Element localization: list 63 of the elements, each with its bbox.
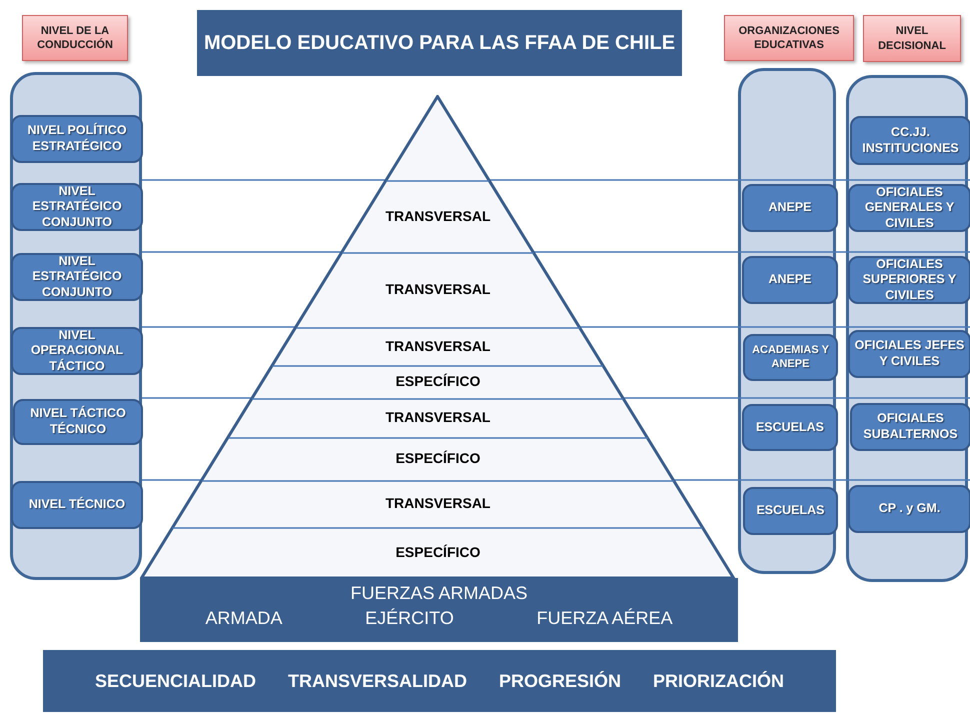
band-text: TRANSVERSAL <box>385 494 490 513</box>
level-text: OFICIALES JEFES Y CIVILES <box>854 338 965 370</box>
pyramid-triangle <box>140 95 736 578</box>
principle-text: SECUENCIALIDAD <box>94 670 256 692</box>
level-text: ACADEMIAS Y ANEPE <box>751 344 830 372</box>
level-box <box>11 115 143 163</box>
level-box <box>11 253 143 301</box>
base-title: FUERZAS ARMADAS <box>350 582 528 604</box>
band-text: TRANSVERSAL <box>385 206 490 226</box>
base-bar <box>140 578 738 642</box>
base-text: ARMADA <box>205 606 282 629</box>
band-text: ESPECÍFICO <box>396 543 480 562</box>
level-text: NIVEL ESTRATÉGICO CONJUNTO <box>31 254 123 300</box>
level-box <box>848 330 970 378</box>
level-box <box>742 256 838 304</box>
level-text: ANEPE <box>768 272 812 288</box>
header-text: NIVEL DE LA CONDUCCIÓN <box>36 24 114 52</box>
header-box <box>724 15 854 61</box>
band-text: TRANSVERSAL <box>385 408 490 427</box>
level-text: ANEPE <box>768 200 812 216</box>
level-box <box>850 403 970 451</box>
column-panel <box>846 75 968 582</box>
level-text: NIVEL ESTRATÉGICO CONJUNTO <box>31 184 123 230</box>
band-text: ESPECÍFICO <box>396 372 480 391</box>
principles-bar <box>43 650 836 712</box>
level-box <box>743 487 838 535</box>
level-text: CC.JJ. INSTITUCIONES <box>861 124 960 156</box>
level-text: NIVEL TÁCTICO TÉCNICO <box>29 406 127 438</box>
principle-text: TRANSVERSALIDAD <box>288 670 467 692</box>
level-box <box>848 485 970 533</box>
level-box <box>848 256 970 304</box>
level-box <box>11 183 143 231</box>
level-box <box>11 481 143 529</box>
level-box <box>848 184 970 232</box>
band-text: ESPECÍFICO <box>396 449 480 468</box>
header-box <box>22 15 128 61</box>
level-text: OFICIALES GENERALES Y CIVILES <box>864 184 956 232</box>
level-box <box>850 116 970 165</box>
level-text: NIVEL OPERACIONAL TÁCTICO <box>30 328 124 374</box>
level-text: NIVEL TÉCNICO <box>28 497 126 513</box>
level-text: OFICIALES SUBALTERNOS <box>862 411 959 443</box>
base-text: FUERZA AÉREA <box>536 606 673 629</box>
level-text: ESCUELAS <box>756 420 824 436</box>
column-panel <box>738 68 836 574</box>
level-box <box>742 404 838 451</box>
level-text: NIVEL POLÍTICO ESTRATÉGICO <box>26 123 128 155</box>
principle-text: PROGRESIÓN <box>498 670 622 692</box>
header-text: ORGANIZACIONES EDUCATIVAS <box>738 24 840 52</box>
title-text: MODELO EDUCATIVO PARA LAS FFAA DE CHILE <box>204 31 676 56</box>
level-box <box>743 334 838 381</box>
level-box <box>11 327 143 375</box>
level-text: CP . y GM. <box>878 501 940 517</box>
base-text: EJÉRCITO <box>365 606 454 629</box>
principle-text: PRIORIZACIÓN <box>653 670 784 692</box>
level-text: ESCUELAS <box>756 503 825 519</box>
column-panel <box>10 72 142 580</box>
header-text: NIVEL DECISIONAL <box>877 24 947 53</box>
level-text: OFICIALES SUPERIORES Y CIVILES <box>862 256 958 304</box>
header-box <box>863 15 961 62</box>
level-box <box>742 184 838 232</box>
band-text: TRANSVERSAL <box>385 336 490 356</box>
band-text: TRANSVERSAL <box>385 280 490 299</box>
level-box <box>13 399 143 445</box>
